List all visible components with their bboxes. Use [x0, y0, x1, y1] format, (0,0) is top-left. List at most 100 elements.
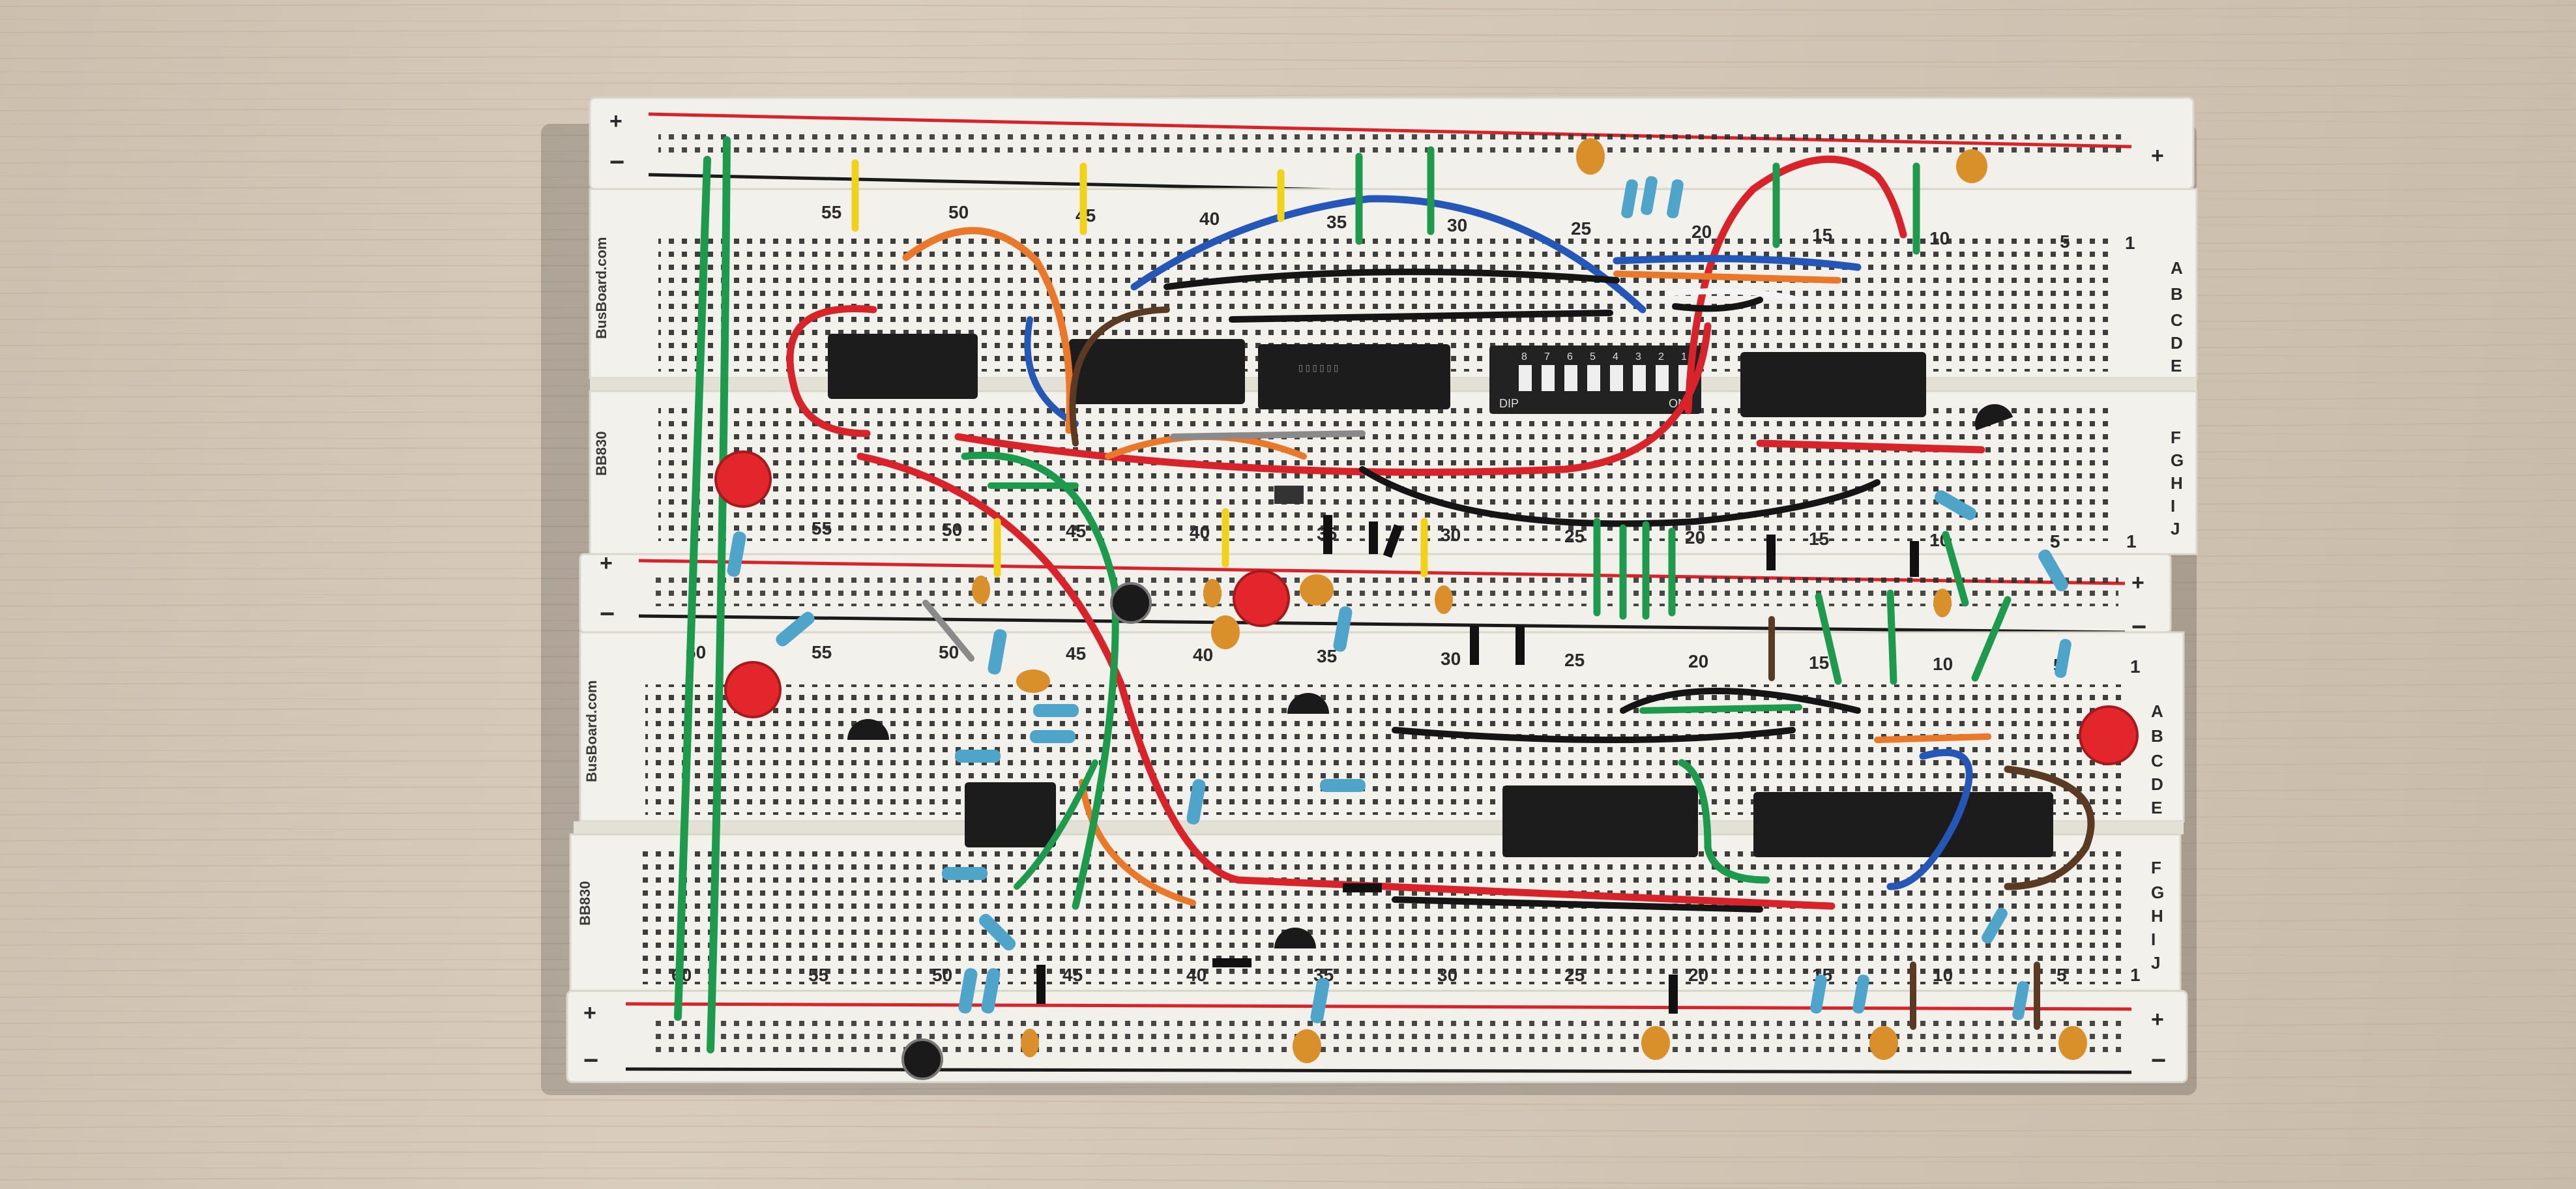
- row-letters-lower-2: F G H I J: [2151, 858, 2164, 973]
- svg-text:▯▯▯▯▯▯: ▯▯▯▯▯▯: [1297, 361, 1339, 375]
- svg-text:G: G: [2151, 883, 2164, 902]
- svg-text:6: 6: [1567, 351, 1573, 362]
- svg-text:30: 30: [1437, 965, 1457, 985]
- svg-text:B: B: [2171, 284, 2183, 304]
- wire-black: [1392, 896, 1763, 913]
- svg-text:35: 35: [1326, 212, 1347, 232]
- svg-text:50: 50: [932, 965, 952, 985]
- ic-chip: [1502, 785, 1698, 857]
- svg-text:J: J: [2171, 519, 2180, 538]
- svg-text:1: 1: [2125, 233, 2135, 253]
- svg-text:15: 15: [1809, 529, 1829, 549]
- wire-green: [674, 156, 711, 1021]
- breadboard-bottom: BusBoard.com BB830 60 55 50 45 40 35 30 …: [566, 631, 2188, 1083]
- wire-orange: [1613, 271, 1841, 284]
- ic-chip: [1740, 352, 1926, 417]
- ic-chips: ▯▯▯▯▯▯: [828, 334, 2053, 857]
- svg-text:40: 40: [1186, 965, 1207, 985]
- led-red: [714, 450, 772, 508]
- svg-text:25: 25: [1564, 650, 1585, 670]
- rail-minus-label-mid: −: [600, 600, 615, 628]
- dip-switch-toggles[interactable]: [1519, 365, 1691, 391]
- svg-text:55: 55: [821, 202, 842, 222]
- svg-text:G: G: [2171, 450, 2184, 470]
- wire-red: [1684, 155, 1907, 415]
- svg-text:1: 1: [2130, 965, 2141, 985]
- svg-text:I: I: [2151, 930, 2156, 949]
- svg-text:45: 45: [1062, 965, 1083, 985]
- svg-text:50: 50: [942, 520, 962, 540]
- model-label: BB830: [593, 432, 609, 476]
- svg-text:H: H: [2151, 906, 2163, 926]
- svg-text:40: 40: [1193, 645, 1213, 665]
- capacitors: [972, 138, 2087, 1063]
- svg-text:50: 50: [948, 202, 969, 222]
- rail-holes: [658, 127, 2125, 154]
- wire-black: [1672, 297, 1763, 312]
- jumper-wires: [674, 136, 2095, 1053]
- rail-plus-label-mid: +: [600, 551, 613, 576]
- rail-plus-label-right: +: [2151, 143, 2164, 168]
- svg-text:E: E: [2151, 798, 2162, 817]
- svg-text:5: 5: [2056, 965, 2067, 985]
- svg-text:55: 55: [812, 642, 832, 662]
- wire-brown: [2004, 765, 2095, 890]
- svg-text:C: C: [2171, 310, 2183, 330]
- svg-text:55: 55: [812, 518, 832, 538]
- wire-black: [1620, 688, 1861, 714]
- svg-text:20: 20: [1688, 965, 1708, 985]
- svg-text:25: 25: [1564, 526, 1585, 546]
- wire-red: [856, 452, 1836, 910]
- column-numbers-upper: 55 50 45 40 35 30 25 20 15 10 5 1: [821, 202, 2135, 253]
- wire-blue: [1024, 316, 1079, 427]
- svg-text:F: F: [2171, 428, 2181, 447]
- wire-grey: [1170, 430, 1366, 440]
- wire-green: [1639, 704, 1802, 714]
- rail-minus-label: −: [609, 148, 624, 177]
- ic-chip: [965, 782, 1056, 847]
- svg-text:20: 20: [1688, 651, 1708, 671]
- svg-text:D: D: [2171, 333, 2183, 353]
- svg-text:1: 1: [1681, 351, 1687, 362]
- svg-text:5: 5: [1590, 351, 1596, 362]
- led-red: [1233, 570, 1290, 627]
- transistors: [847, 404, 2013, 948]
- svg-text:C: C: [2151, 751, 2163, 771]
- wire-orange: [1079, 779, 1196, 906]
- resistors: [727, 176, 2071, 1023]
- row-letters-lower: F G H I J: [2171, 428, 2184, 538]
- svg-text:10: 10: [1929, 228, 1950, 248]
- svg-text:25: 25: [1564, 965, 1585, 985]
- wire-green: [707, 136, 731, 1053]
- svg-text:8: 8: [1521, 351, 1527, 362]
- wire-blue: [1130, 195, 1647, 314]
- svg-text:D: D: [2151, 774, 2163, 794]
- svg-text:55: 55: [808, 965, 828, 985]
- electrolytic-capacitors: [901, 582, 1152, 1080]
- ic-chip: [828, 334, 978, 399]
- diodes: [1036, 515, 1919, 1014]
- dip-switch[interactable]: 8 7 6 5 4 3 2 1 DIP ON: [1489, 345, 1701, 414]
- wire-grey: [922, 600, 974, 662]
- wire-black: [1164, 269, 1620, 290]
- svg-text:45: 45: [1066, 521, 1086, 541]
- svg-text:50: 50: [939, 642, 959, 662]
- wire-black: [1229, 310, 1613, 323]
- model-label-2: BB830: [577, 881, 593, 926]
- dip-label: DIP: [1499, 397, 1519, 410]
- svg-text:5: 5: [2060, 231, 2070, 252]
- svg-text:25: 25: [1571, 218, 1591, 239]
- svg-text:40: 40: [1190, 522, 1210, 542]
- svg-text:A: A: [2151, 701, 2163, 721]
- svg-text:40: 40: [1199, 209, 1220, 229]
- wire-orange: [902, 227, 1074, 434]
- row-letters-upper: A B C D E: [2171, 258, 2183, 375]
- svg-text:1: 1: [2126, 531, 2137, 551]
- dip-switch-numbers: 8 7 6 5 4 3 2 1: [1521, 351, 1687, 362]
- svg-text:4: 4: [1613, 351, 1618, 362]
- svg-text:30: 30: [1447, 215, 1467, 235]
- rail-plus-label: +: [609, 109, 622, 134]
- svg-text:E: E: [2171, 356, 2182, 375]
- wire-brown: [1069, 306, 1170, 447]
